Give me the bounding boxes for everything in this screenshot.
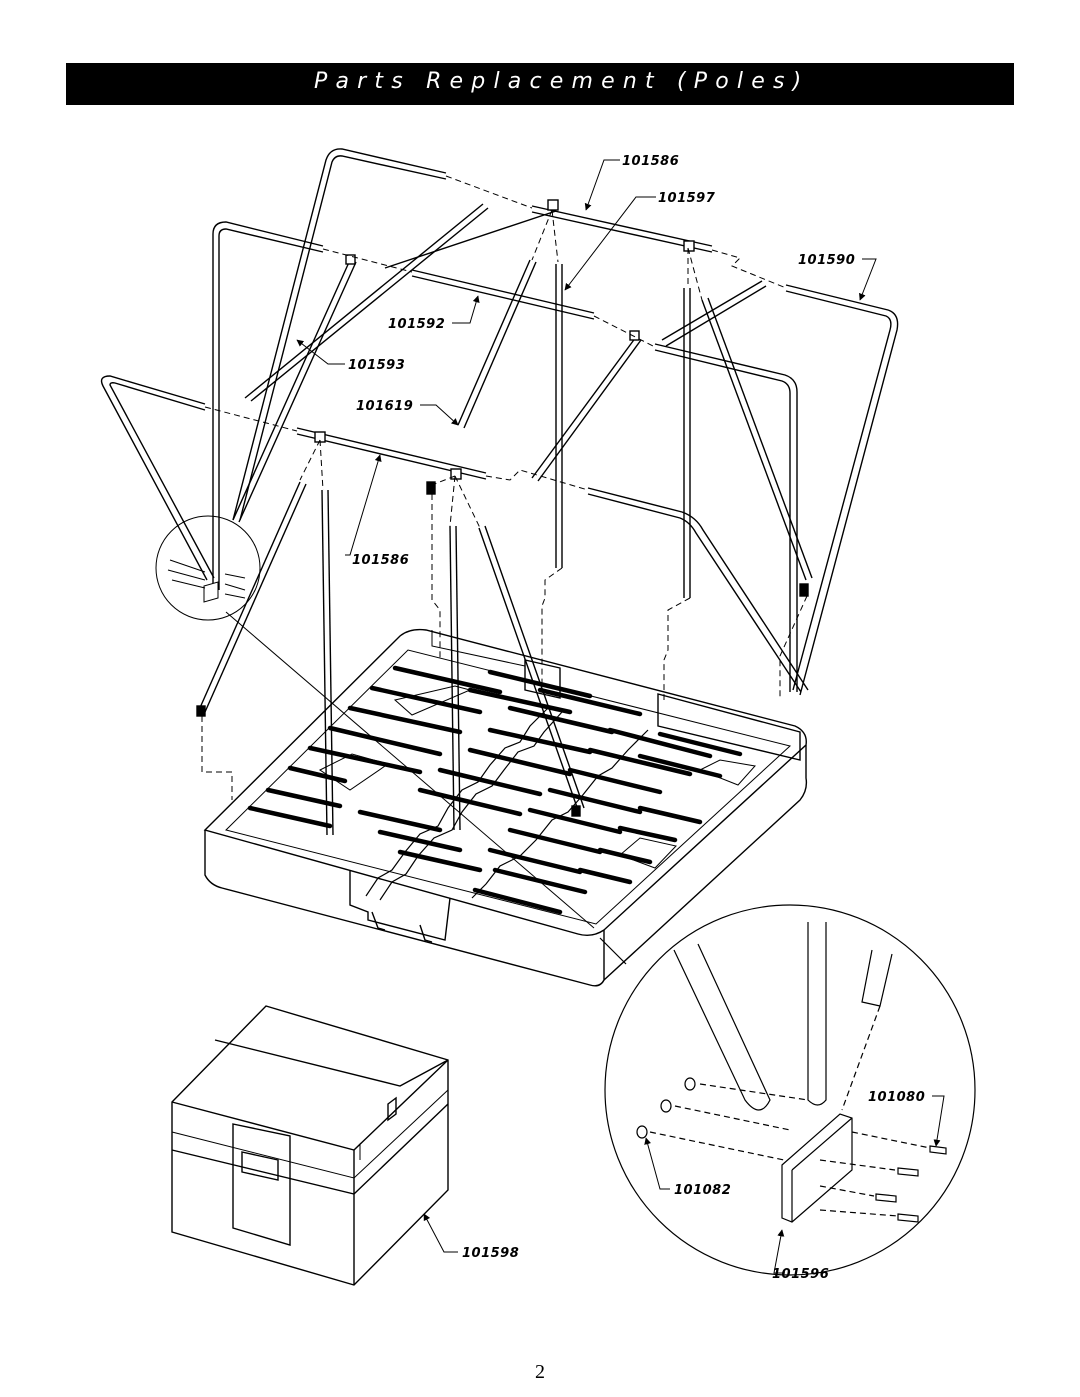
- pole-frame: [100, 148, 899, 836]
- page-number: 2: [535, 1361, 545, 1383]
- callout-101080: 101080: [868, 1090, 925, 1105]
- callout-101590: 101590: [798, 253, 855, 268]
- callout-101598: 101598: [462, 1246, 519, 1261]
- detail-circle-small: [155, 515, 595, 929]
- callout-101592: 101592: [388, 317, 445, 332]
- callout-101619: 101619: [356, 399, 413, 414]
- callout-101082: 101082: [674, 1183, 731, 1198]
- callout-101586-top: 101586: [622, 154, 679, 169]
- callout-leaders: [296, 159, 945, 1274]
- storage-case: [171, 1005, 449, 1286]
- page-title: Parts Replacement (Poles): [314, 69, 810, 94]
- base-tray: [203, 628, 808, 987]
- callout-101586-front: 101586: [352, 553, 409, 568]
- callout-101596: 101596: [772, 1267, 829, 1282]
- title-bar: Parts Replacement (Poles): [66, 63, 1014, 105]
- callout-101597: 101597: [658, 191, 716, 206]
- detail-circle-large: [599, 904, 976, 1276]
- callout-101593: 101593: [348, 358, 405, 373]
